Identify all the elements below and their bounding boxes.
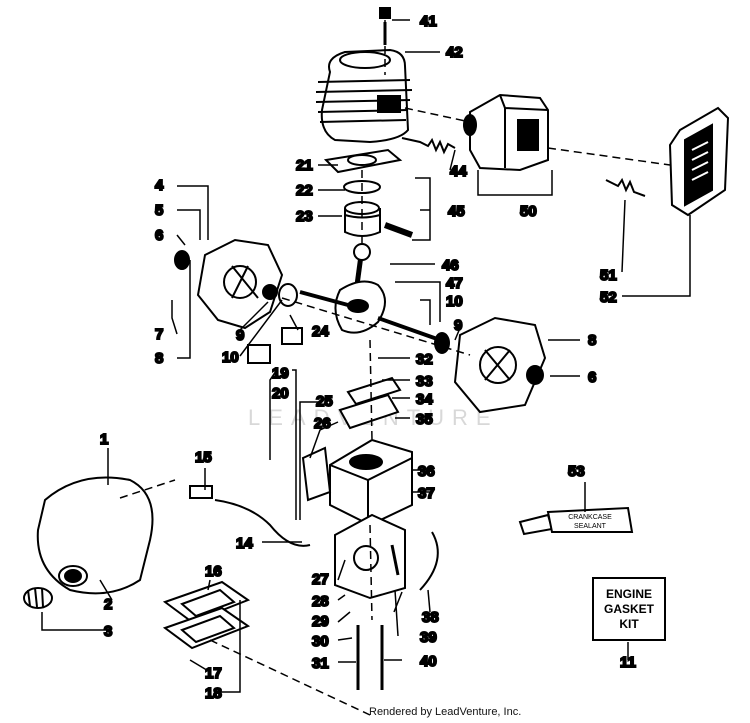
piston-part: [344, 201, 381, 237]
leader-lines: [41, 19, 691, 693]
sealant-tube-part: CRANKCASE SEALANT: [518, 506, 634, 536]
callout-20: 20: [272, 385, 289, 402]
callout-14: 14: [236, 535, 253, 552]
callout-4: 4: [155, 177, 164, 194]
callout-53: 53: [568, 463, 585, 480]
callout-29: 29: [312, 613, 329, 630]
callout-35: 35: [416, 411, 433, 428]
callout-27: 27: [312, 571, 329, 588]
fuel-line-38: [419, 531, 439, 591]
gasket-16: [162, 580, 251, 624]
callout-50: 50: [520, 203, 537, 220]
callout-46: 46: [442, 257, 459, 274]
crankshaft-part: [299, 243, 441, 342]
callout-21: 21: [296, 157, 313, 174]
callout-11: 11: [620, 654, 636, 671]
callout-15: 15: [195, 449, 212, 466]
kit-line-2: GASKET: [603, 601, 654, 616]
gasket-21: [323, 148, 403, 174]
muffler-part: [463, 93, 549, 172]
cylinder-part: [315, 7, 413, 144]
callout-6-left: 6: [155, 227, 163, 244]
callout-9-right: 9: [454, 317, 462, 334]
sealant-label-2: SEALANT: [574, 523, 607, 530]
callout-9-left: 9: [236, 327, 244, 344]
callout-41: 41: [420, 13, 437, 30]
callout-31: 31: [312, 655, 329, 672]
reed-block: [247, 344, 271, 364]
callout-44: 44: [450, 163, 467, 180]
callout-1: 1: [100, 431, 108, 448]
air-cleaner-cover-part: [668, 106, 730, 217]
callout-24: 24: [312, 323, 329, 340]
callout-23: 23: [296, 208, 313, 225]
fuel-tank-part: [36, 476, 154, 595]
callout-36: 36: [418, 463, 435, 480]
callout-47: 47: [446, 275, 463, 292]
callout-18: 18: [205, 685, 222, 702]
wrist-pin: [383, 222, 414, 238]
callout-39: 39: [420, 629, 437, 646]
callout-6-right: 6: [588, 369, 596, 386]
kit-line-1: ENGINE: [605, 586, 652, 601]
crankcase-right-part: [453, 316, 547, 414]
callout-19: 19: [272, 365, 289, 382]
callout-51: 51: [600, 267, 617, 284]
callout-2: 2: [104, 596, 112, 613]
callout-26: 26: [314, 415, 331, 432]
callout-34: 34: [416, 391, 433, 408]
callout-16: 16: [205, 563, 222, 580]
callout-10-left: 10: [222, 349, 239, 366]
credit-text: Rendered by LeadVenture, Inc.: [369, 706, 522, 718]
callout-7: 7: [155, 326, 163, 343]
kit-line-3: KIT: [619, 616, 639, 631]
intake-manifold-part: [329, 438, 413, 527]
reference-lines: [119, 20, 671, 716]
callout-30: 30: [312, 633, 329, 650]
callout-3: 3: [104, 623, 112, 640]
callout-37: 37: [418, 485, 435, 502]
callout-8-right: 8: [588, 332, 596, 349]
sealant-label-1: CRANKCASE: [568, 514, 612, 521]
spring-44: [401, 137, 456, 155]
callout-10-right: 10: [446, 293, 463, 310]
callout-numbers: 41 42 21 22 23 44 45 50 4 5 6 7 8 9 10 2…: [99, 12, 637, 703]
callout-25: 25: [316, 393, 333, 410]
callout-38: 38: [422, 609, 439, 626]
callout-33: 33: [416, 373, 433, 390]
callout-42: 42: [446, 44, 463, 61]
callout-17: 17: [205, 665, 222, 682]
fuel-filter: [189, 485, 213, 499]
callout-22: 22: [296, 182, 313, 199]
piston-ring: [343, 180, 381, 194]
fuel-line-14: [214, 499, 311, 547]
callout-8-left: 8: [155, 350, 163, 367]
spring-51: [605, 177, 646, 197]
callout-28: 28: [312, 593, 329, 610]
callout-5: 5: [155, 202, 163, 219]
reed-plate: [346, 376, 402, 406]
crankcase-left-part: [174, 238, 284, 330]
fuel-cap-part: [23, 587, 53, 609]
engine-gasket-kit-box: ENGINE GASKET KIT: [592, 577, 666, 641]
callout-32: 32: [416, 351, 433, 368]
callout-52: 52: [600, 289, 617, 306]
callout-45: 45: [448, 203, 465, 220]
callout-40: 40: [420, 653, 437, 670]
